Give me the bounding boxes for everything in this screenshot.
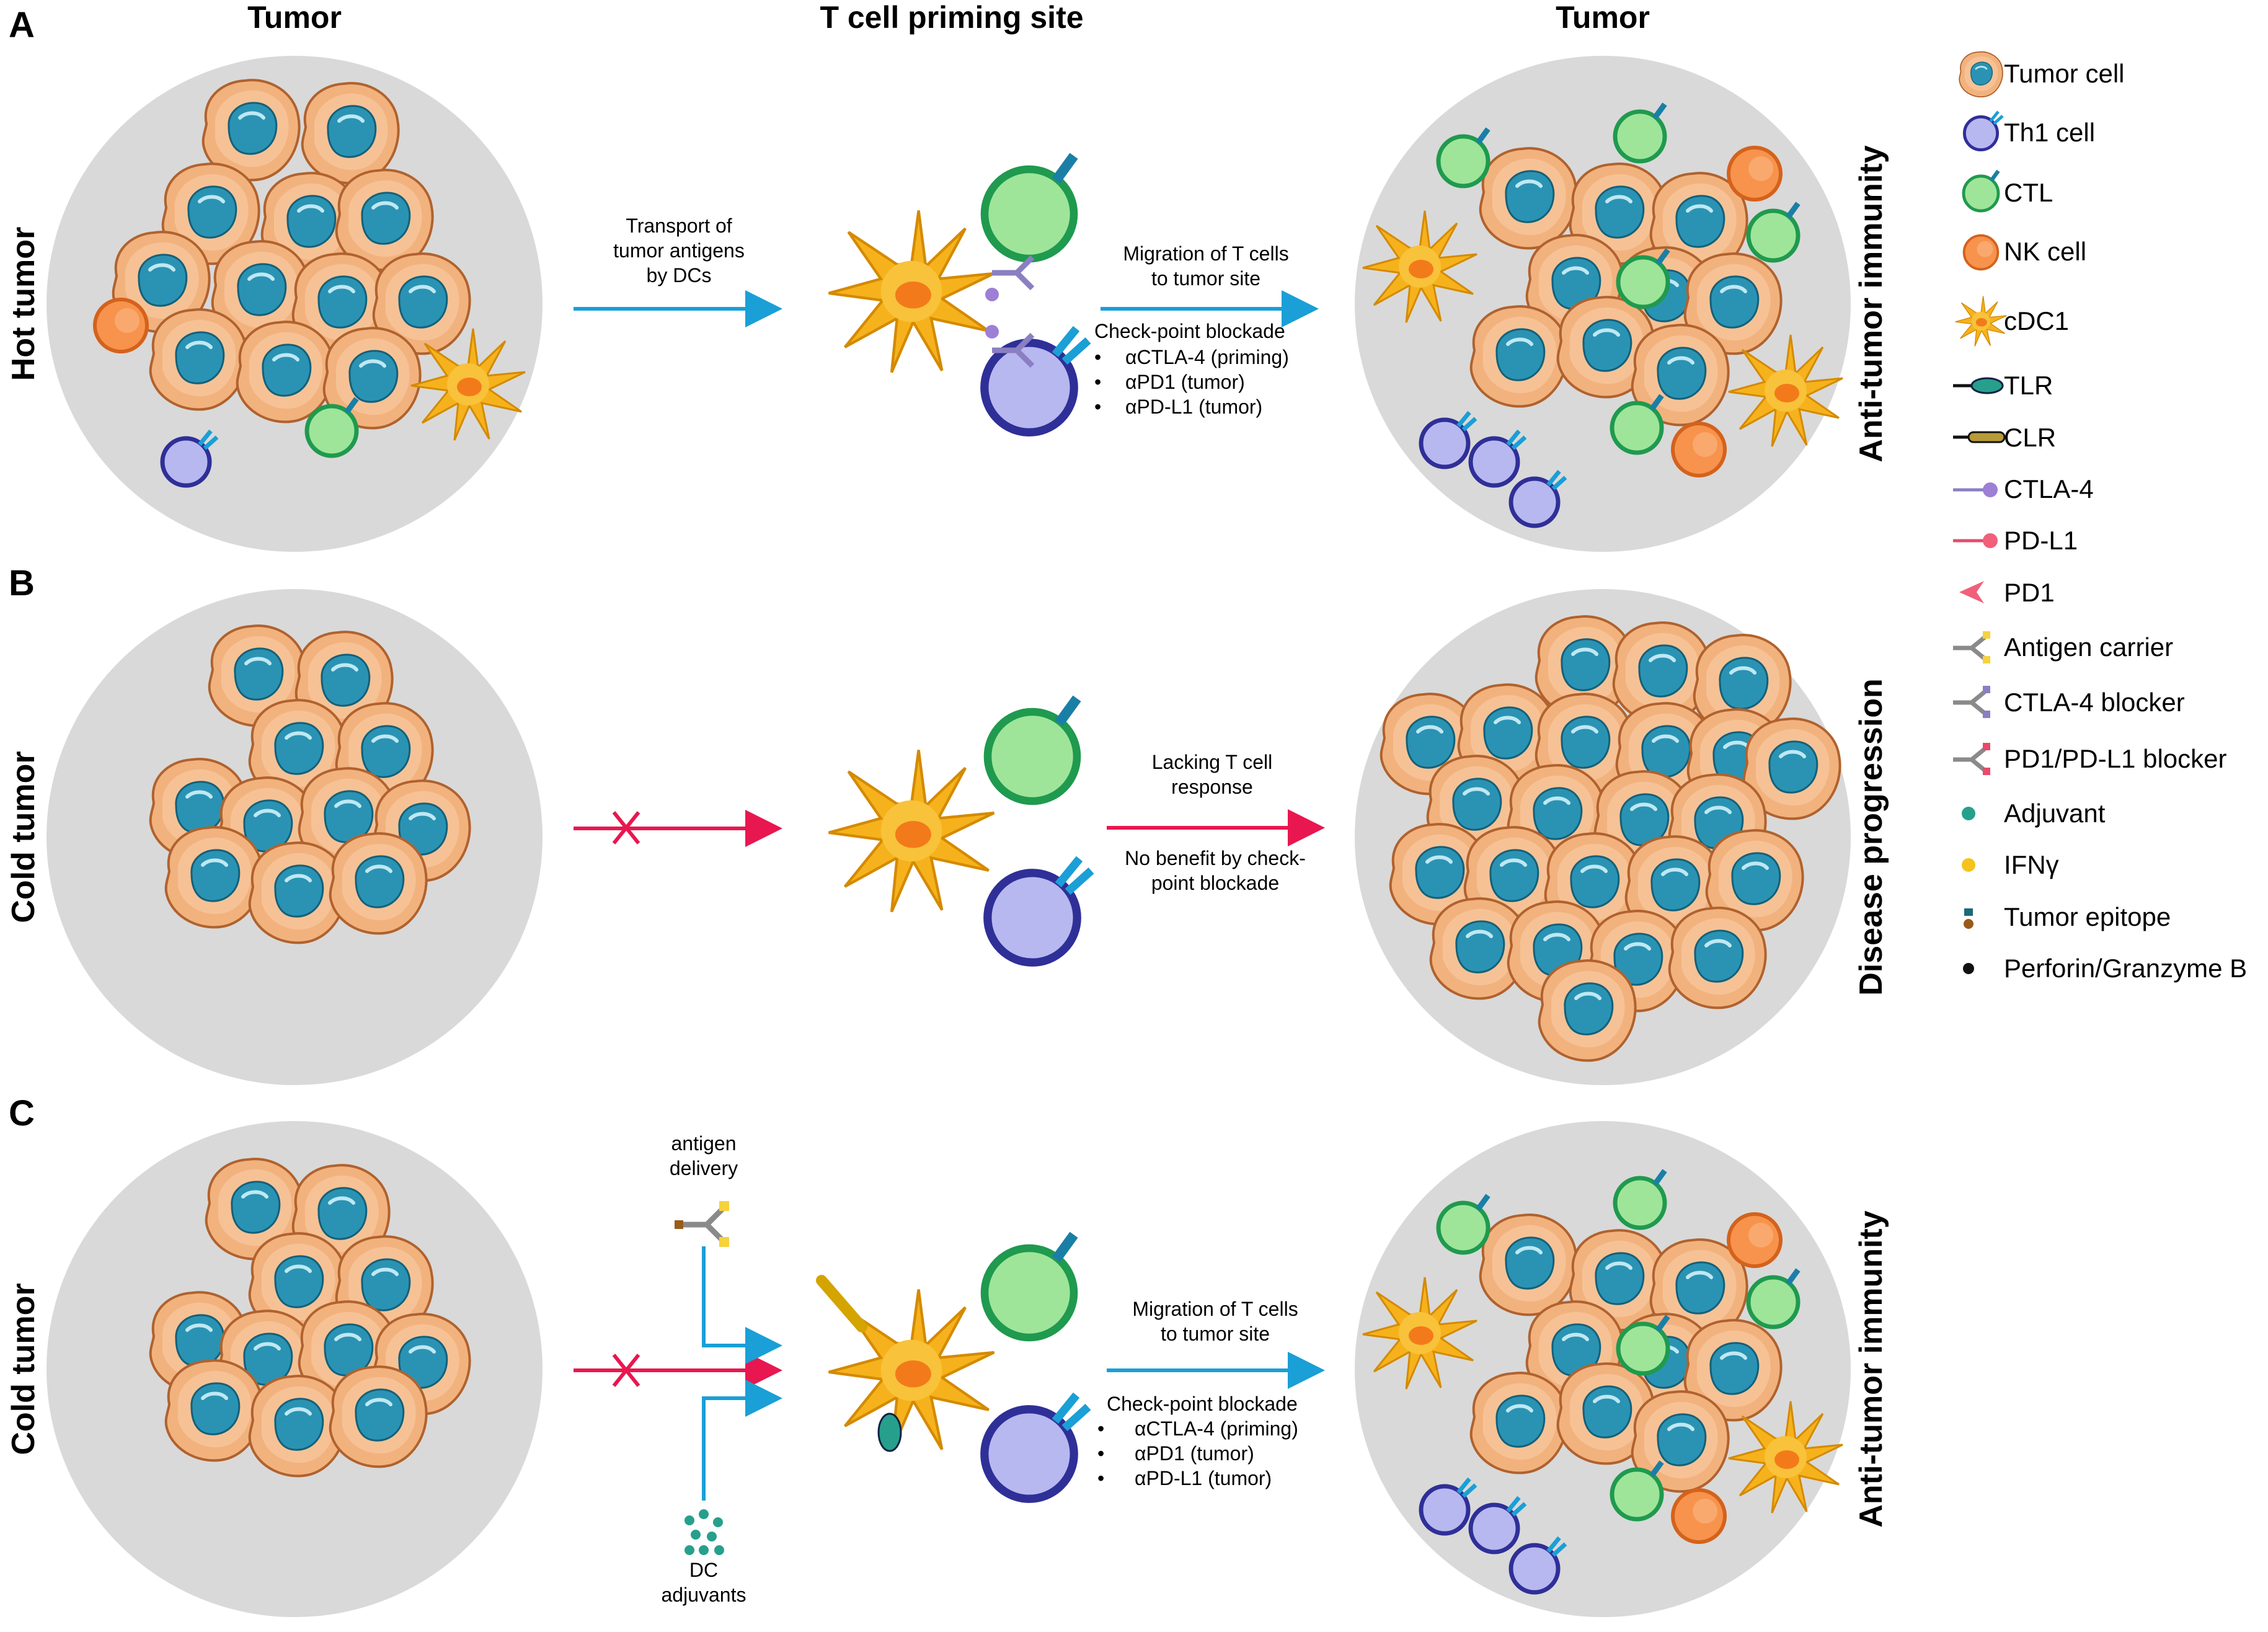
- legend-label-ifng: IFNγ: [2004, 850, 2059, 879]
- legend-label-adjuvant: Adjuvant: [2004, 799, 2106, 828]
- legend-label-ctl: CTL: [2004, 178, 2053, 207]
- clr-icon: [1953, 431, 2006, 443]
- outcome-c: Anti-tumor immunity: [1853, 1210, 1889, 1527]
- checkpoint-bullet-c-1: •: [1097, 1417, 1104, 1440]
- tumor-cell-icon: [1958, 51, 2004, 98]
- priming-ctl: [985, 156, 1074, 259]
- priming-th1-b: [988, 859, 1091, 962]
- nobenefit-text-2: point blockade: [1151, 872, 1279, 894]
- checkpoint-bullet-c-2: •: [1097, 1442, 1104, 1465]
- checkpoint-title-a: Check-point blockade: [1094, 320, 1285, 342]
- legend-label-pdl1: PD-L1: [2004, 526, 2078, 555]
- legend-label-tumor-epitope: Tumor epitope: [2004, 902, 2171, 931]
- checkpoint-bullet-c-3: •: [1097, 1467, 1104, 1489]
- adjuvant-icon: [1962, 807, 1975, 820]
- panel-letter-c: C: [9, 1093, 35, 1133]
- priming-dc-b: [829, 750, 994, 911]
- legend-label-th1: Th1 cell: [2004, 118, 2095, 147]
- ifng-icon: [1962, 858, 1975, 872]
- column-header-right: Tumor: [1556, 0, 1650, 35]
- ctla4-icon: [1953, 482, 1998, 497]
- antigen-carrier-icon: [675, 1201, 729, 1247]
- antigen-delivery-arrow: [702, 1246, 782, 1364]
- column-header-middle: T cell priming site: [820, 0, 1083, 35]
- legend-label-antigen-carrier: Antigen carrier: [2004, 632, 2173, 662]
- panel-a: A Hot tumor Transport of tumor antigens …: [6, 5, 1889, 552]
- migration-text-a-1: Migration of T cells: [1123, 242, 1288, 265]
- pd1-pdl1-blocker-icon: [1953, 743, 1990, 775]
- block-x-icon: [612, 811, 640, 845]
- tumor-epitope-icon: [1964, 908, 1973, 929]
- panel-b: B Cold tumor Lacking T cell response No …: [6, 563, 1889, 1085]
- pdl1-icon: [1953, 533, 1998, 548]
- outcome-a: Anti-tumor immunity: [1853, 145, 1889, 462]
- lacking-text-1: Lacking T cell: [1152, 751, 1272, 773]
- adjuvant-dots-icon: [684, 1509, 724, 1555]
- legend-label-clr: CLR: [2004, 423, 2056, 452]
- legend: Tumor cell Th1 cell CTL NK cell cDC1 TLR…: [1953, 51, 2247, 983]
- legend-label-ctla4-blocker: CTLA-4 blocker: [2004, 688, 2185, 717]
- checkpoint-item-a-2: αPD1 (tumor): [1125, 371, 1245, 393]
- legend-label-cdc1: cDC1: [2004, 306, 2069, 335]
- checkpoint-item-c-3: αPD-L1 (tumor): [1135, 1467, 1272, 1489]
- nk-cell-icon: [1962, 234, 2000, 271]
- perforin-granzyme-icon: [1963, 963, 1974, 974]
- antigen-delivery-text-2: delivery: [670, 1157, 738, 1179]
- row-label-b: Cold tumor: [6, 751, 42, 923]
- legend-label-pd1: PD1: [2004, 578, 2055, 607]
- legend-label-nk: NK cell: [2004, 237, 2086, 266]
- nk-cell: [95, 299, 147, 352]
- legend-label-perforin: Perforin/Granzyme B: [2004, 954, 2247, 983]
- dc-adjuvants-text-1: DC: [689, 1559, 718, 1581]
- tlr-receptor-icon: [877, 1412, 902, 1452]
- dc-adjuvants-text-2: adjuvants: [662, 1584, 746, 1606]
- checkpoint-item-a-1: αCTLA-4 (priming): [1125, 346, 1289, 368]
- panel-letter-b: B: [9, 563, 35, 603]
- transport-text-1: Transport of: [626, 215, 732, 237]
- migration-text-c-2: to tumor site: [1161, 1323, 1270, 1345]
- row-label-c: Cold tumor: [6, 1283, 42, 1455]
- priming-th1-c: [985, 1395, 1088, 1499]
- antigen-carrier-icon: [1953, 631, 1990, 663]
- priming-dc: [829, 211, 994, 373]
- tlr-icon: [1953, 377, 2004, 394]
- panel-c: C Cold tumor antigen delivery DC adjuvan…: [6, 1093, 1889, 1617]
- adjuvant-arrow: [702, 1380, 782, 1501]
- ctla4-blocker-icon: [1953, 686, 1990, 718]
- antibody-blockers-a: [985, 255, 1035, 368]
- clr-receptor-icon: [816, 1275, 867, 1333]
- legend-label-ctla4: CTLA-4: [2004, 474, 2094, 503]
- cdc1-icon: [1954, 295, 2008, 347]
- priming-th1: [985, 329, 1088, 432]
- block-x-icon-c: [612, 1354, 640, 1387]
- pd1-icon: [1959, 581, 1984, 603]
- priming-ctl-c: [985, 1235, 1074, 1337]
- nobenefit-text-1: No benefit by check-: [1125, 847, 1306, 869]
- transport-text-3: by DCs: [647, 264, 712, 286]
- antigen-delivery-text-1: antigen: [671, 1132, 737, 1155]
- transport-text-2: tumor antigens: [613, 239, 745, 262]
- th1-cell-icon: [1964, 112, 2003, 150]
- lacking-text-2: response: [1171, 776, 1253, 798]
- checkpoint-title-c: Check-point blockade: [1107, 1393, 1298, 1415]
- checkpoint-bullet-a-1: •: [1094, 346, 1101, 368]
- ctl-icon: [1964, 171, 1998, 211]
- legend-label-pd1-pdl1-blocker: PD1/PD-L1 blocker: [2004, 744, 2226, 773]
- priming-ctl-b: [988, 698, 1077, 801]
- migration-text-c-1: Migration of T cells: [1132, 1298, 1298, 1320]
- checkpoint-item-c-1: αCTLA-4 (priming): [1135, 1417, 1298, 1440]
- row-label-a: Hot tumor: [6, 227, 42, 381]
- column-header-left: Tumor: [247, 0, 342, 35]
- checkpoint-item-c-2: αPD1 (tumor): [1135, 1442, 1254, 1465]
- outcome-b: Disease progression: [1853, 678, 1889, 996]
- migration-text-a-2: to tumor site: [1151, 267, 1260, 290]
- checkpoint-item-a-3: αPD-L1 (tumor): [1125, 396, 1262, 418]
- legend-label-tlr: TLR: [2004, 371, 2053, 400]
- checkpoint-bullet-a-2: •: [1094, 371, 1101, 393]
- panel-letter-a: A: [9, 5, 35, 45]
- legend-label-tumor-cell: Tumor cell: [2004, 59, 2124, 88]
- checkpoint-bullet-a-3: •: [1094, 396, 1101, 418]
